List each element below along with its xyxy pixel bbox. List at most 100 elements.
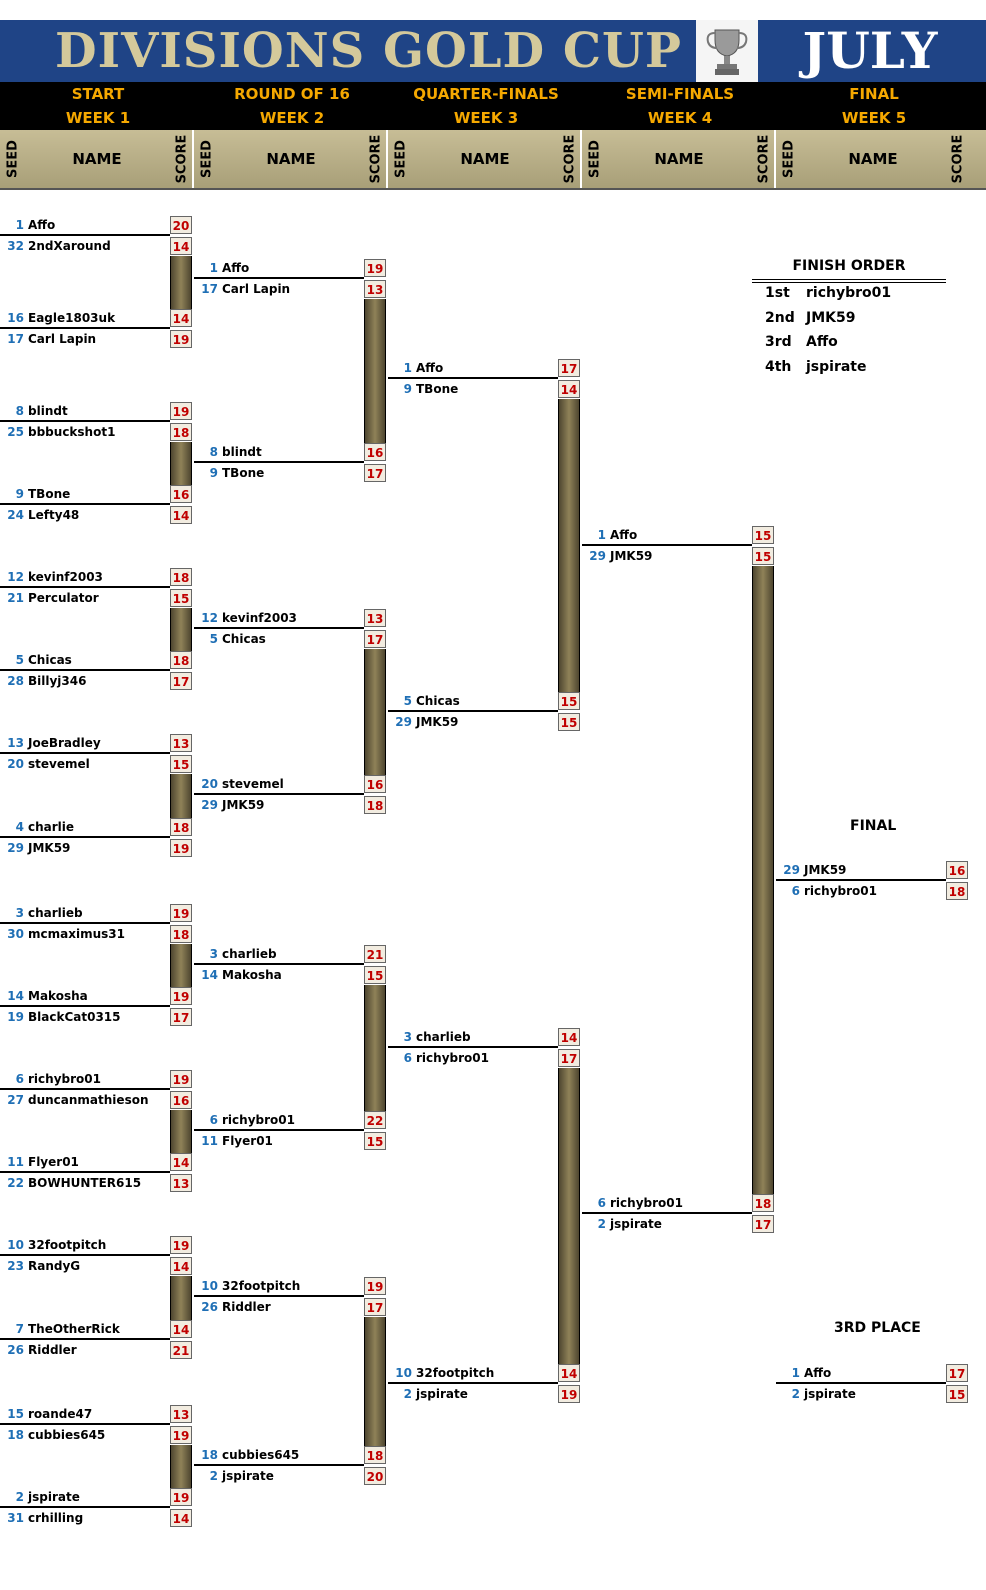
seed-number: 20: [7, 757, 24, 771]
seed-number: 2: [209, 1469, 218, 1483]
seed-number: 12: [7, 570, 24, 584]
seed-number: 23: [7, 1259, 24, 1273]
finish-place: 3rd: [765, 334, 792, 350]
match-divider-line: [388, 377, 558, 379]
player-name: charlieb: [28, 906, 83, 920]
round-header-bar: [0, 82, 986, 130]
player-name: JMK59: [28, 841, 71, 855]
seed-number: 6: [791, 884, 800, 898]
trophy-icon: [696, 20, 758, 82]
round-week: WEEK 5: [841, 109, 907, 127]
player-name: blindt: [28, 404, 68, 418]
score-box: 21: [170, 1341, 192, 1359]
score-column-header: SCORE: [365, 130, 387, 188]
score-box: 19: [170, 904, 192, 922]
score-box: 17: [364, 1298, 386, 1316]
score-box: 15: [946, 1385, 968, 1403]
bracket-connector: [170, 256, 192, 309]
bracket-connector: [364, 649, 386, 775]
score-box: 19: [170, 839, 192, 857]
player-name: Affo: [222, 261, 250, 275]
finish-name: JMK59: [806, 310, 856, 326]
seed-number: 1: [403, 361, 412, 375]
seed-number: 18: [201, 1448, 218, 1462]
score-box: 21: [364, 945, 386, 963]
match-divider-line: [0, 922, 170, 924]
match-divider-line: [0, 1338, 170, 1340]
seed-number: 14: [7, 989, 24, 1003]
name-column-header: NAME: [654, 150, 704, 168]
seed-number: 25: [7, 425, 24, 439]
match-divider-line: [194, 1129, 364, 1131]
player-name: Lefty48: [28, 508, 80, 522]
player-name: Chicas: [28, 653, 72, 667]
seed-number: 26: [201, 1300, 218, 1314]
score-box: 22: [364, 1111, 386, 1129]
score-box: 15: [170, 589, 192, 607]
bracket-connector: [170, 442, 192, 485]
title-bar: [0, 20, 986, 82]
player-name: Chicas: [222, 632, 266, 646]
player-name: kevinf2003: [28, 570, 103, 584]
score-box: 18: [170, 818, 192, 836]
score-box: 16: [170, 1091, 192, 1109]
seed-header-text: SEED: [781, 140, 797, 178]
score-box: 20: [170, 216, 192, 234]
match-divider-line: [0, 1171, 170, 1173]
round-name: ROUND OF 16: [234, 85, 350, 103]
score-box: 17: [558, 359, 580, 377]
player-name: JMK59: [222, 798, 265, 812]
seed-number: 28: [7, 674, 24, 688]
player-name: cubbies645: [222, 1448, 300, 1462]
score-box: 14: [558, 1364, 580, 1382]
player-name: mcmaximus31: [28, 927, 125, 941]
seed-number: 8: [15, 404, 24, 418]
player-name: stevemel: [28, 757, 90, 771]
player-name: Affo: [804, 1366, 832, 1380]
finish-name: jspirate: [806, 359, 867, 375]
player-name: richybro01: [804, 884, 877, 898]
seed-column-header: SEED: [778, 130, 800, 188]
player-name: duncanmathieson: [28, 1093, 149, 1107]
player-name: charlieb: [416, 1030, 471, 1044]
score-box: 19: [170, 1236, 192, 1254]
match-divider-line: [194, 277, 364, 279]
score-box: 14: [170, 506, 192, 524]
seed-number: 29: [589, 549, 606, 563]
score-box: 19: [558, 1385, 580, 1403]
score-header-text: SCORE: [950, 134, 966, 184]
score-box: 17: [170, 1008, 192, 1026]
match-divider-line: [0, 1005, 170, 1007]
match-divider-line: [0, 836, 170, 838]
player-name: Carl Lapin: [222, 282, 291, 296]
seed-number: 22: [7, 1176, 24, 1190]
round-name: QUARTER-FINALS: [413, 85, 559, 103]
score-box: 19: [170, 1488, 192, 1506]
column-divider: [192, 130, 194, 188]
seed-number: 12: [201, 611, 218, 625]
score-box: 15: [752, 526, 774, 544]
column-header-bar: [0, 130, 986, 190]
player-name: Riddler: [222, 1300, 271, 1314]
seed-number: 4: [15, 820, 24, 834]
match-divider-line: [194, 1295, 364, 1297]
score-box: 14: [170, 1153, 192, 1171]
player-name: RandyG: [28, 1259, 81, 1273]
seed-number: 8: [209, 445, 218, 459]
seed-number: 32: [7, 239, 24, 253]
score-column-header: SCORE: [559, 130, 581, 188]
score-column-header: SCORE: [753, 130, 775, 188]
finish-name: richybro01: [806, 285, 892, 301]
seed-number: 17: [201, 282, 218, 296]
score-box: 13: [170, 734, 192, 752]
player-name: 32footpitch: [28, 1238, 107, 1252]
match-divider-line: [582, 1212, 752, 1214]
bracket-connector: [170, 1110, 192, 1153]
bracket-connector: [170, 1445, 192, 1488]
third-place-label: 3RD PLACE: [834, 1320, 921, 1336]
player-name: jspirate: [416, 1387, 468, 1401]
score-box: 15: [364, 1132, 386, 1150]
score-box: 18: [364, 1446, 386, 1464]
name-column-header: NAME: [460, 150, 510, 168]
